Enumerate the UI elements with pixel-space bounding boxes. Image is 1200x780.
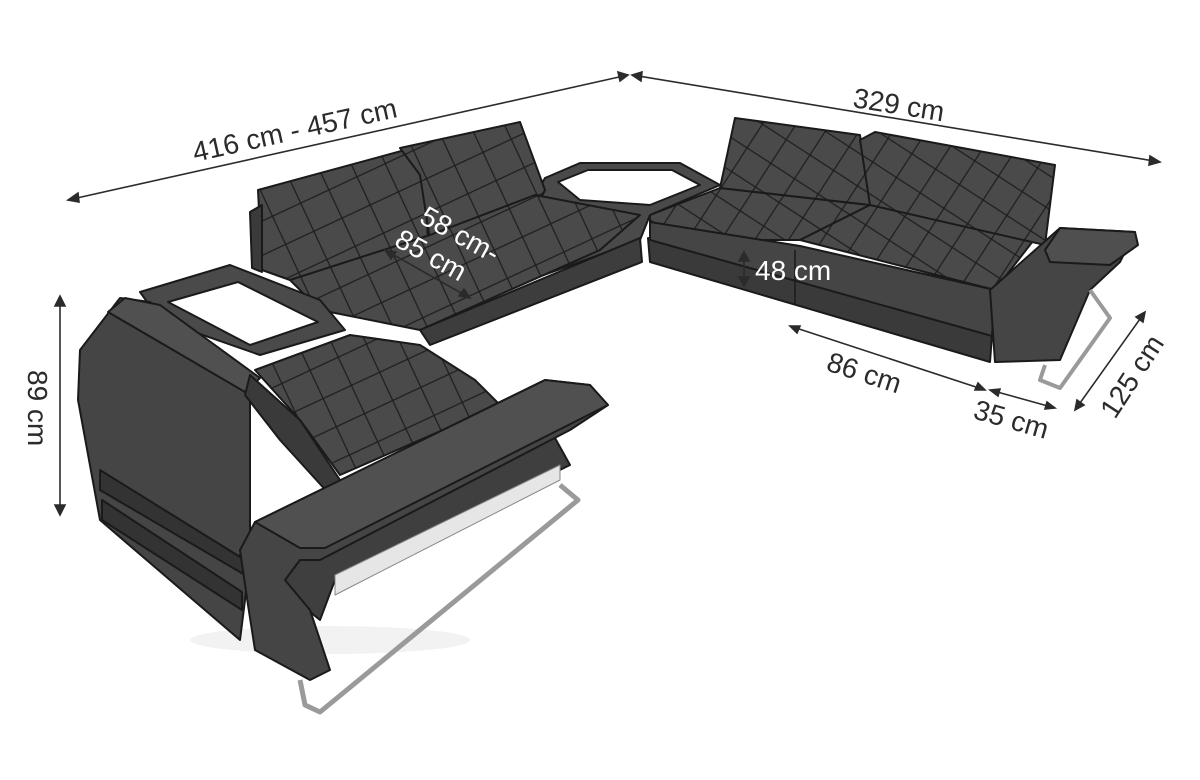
front-armrest-top	[254, 379, 609, 549]
middle-seat	[289, 194, 641, 331]
dim-line-left-width	[67, 74, 629, 201]
label-height: 89 cm	[22, 370, 53, 446]
label-depth: 125 cm	[1094, 329, 1170, 423]
right-backrest-2	[859, 131, 1056, 246]
front-base-band-2	[101, 499, 243, 611]
left-light-panel	[167, 281, 319, 346]
dim-line-seat-width	[789, 325, 986, 391]
corner-light-panel	[557, 169, 701, 206]
label-right-width: 329 cm	[851, 82, 947, 127]
label-left-width: 416 cm - 457 cm	[190, 92, 400, 167]
label-seat-width: 86 cm	[823, 346, 905, 399]
middle-section	[249, 121, 643, 346]
label-armrest: 35 cm	[970, 394, 1052, 445]
right-backrest-1	[719, 117, 871, 206]
middle-back-end	[249, 204, 263, 273]
front-left-section	[77, 297, 609, 715]
dim-line-depth	[1074, 311, 1146, 411]
dim-line-right-width	[631, 74, 1161, 163]
dim-line-seat-depth	[384, 249, 471, 299]
front-back-panel-top	[107, 297, 261, 393]
right-armrest-top	[1044, 227, 1139, 266]
label-seat-height: 48 cm	[755, 255, 831, 286]
right-section	[647, 117, 1139, 390]
dimension-lines	[53, 70, 1163, 517]
dim-line-armrest	[989, 389, 1056, 409]
right-chrome-leg	[1038, 288, 1112, 390]
front-chrome-leg	[297, 483, 581, 715]
middle-seat-front	[419, 237, 643, 346]
